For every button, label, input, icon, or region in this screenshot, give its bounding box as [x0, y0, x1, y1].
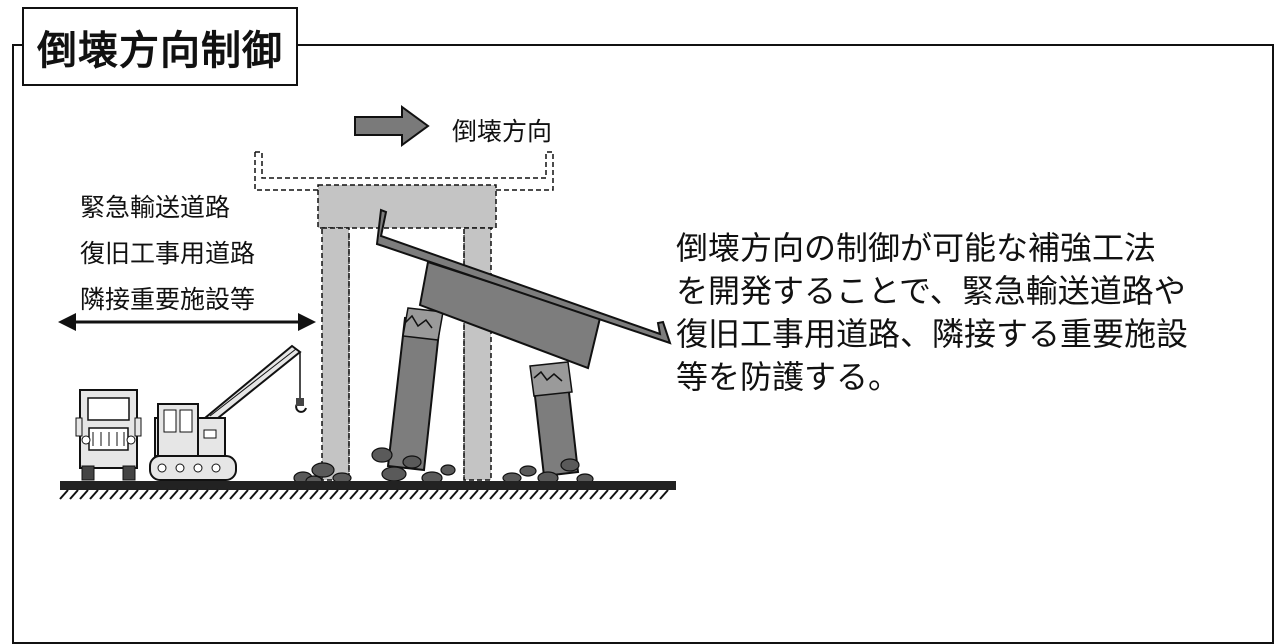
description-line: 等を防護する。: [676, 358, 901, 396]
title: 倒壊方向制御: [37, 27, 283, 74]
description-line: 倒壊方向の制御が可能な補強工法: [676, 229, 1157, 267]
direction-label: 倒壊方向: [452, 117, 553, 146]
crane-icon: [149, 344, 307, 481]
ground-hatch-icon: [59, 481, 676, 500]
description-line: を開発することで、緊急輸送道路や: [676, 272, 1186, 310]
collapsed-pier-icon: [375, 208, 672, 478]
road-label-emergency: 緊急輸送道路: [80, 193, 231, 222]
road-label-restoration: 復旧工事用道路: [80, 239, 256, 268]
road-label-facilities: 隣接重要施設等: [80, 285, 256, 314]
truck-icon: [75, 389, 142, 481]
description: 倒壊方向の制御が可能な補強工法 を開発することで、緊急輸送道路や 復旧工事用道路…: [676, 227, 1276, 399]
direction-arrow-icon: [354, 105, 430, 147]
description-line: 復旧工事用道路、隣接する重要施設: [676, 315, 1189, 353]
illustration: [58, 105, 676, 500]
double-arrow-icon: [58, 313, 316, 331]
title-box: 倒壊方向制御: [22, 7, 298, 86]
original-pier-outline: [254, 151, 554, 481]
